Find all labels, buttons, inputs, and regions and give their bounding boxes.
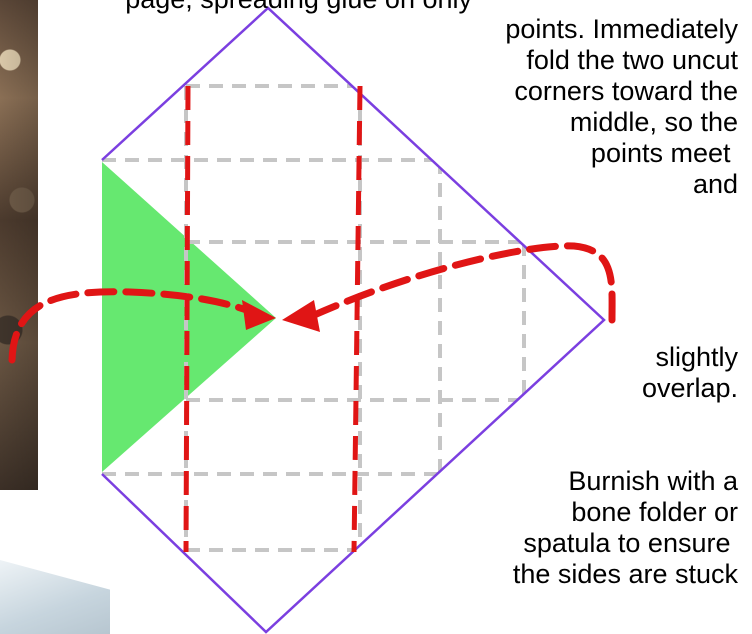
instruction-text-2: slightly overlap.	[641, 342, 738, 403]
instruction-text-1: points. Immediately fold the two uncut c…	[505, 14, 738, 199]
instruction-text-cut: page, spreading glue on only	[125, 0, 472, 15]
left-fold-arrow	[8, 288, 256, 364]
fold-line-left	[183, 85, 191, 553]
right-fold-arrow	[308, 242, 616, 324]
right-arrow-head	[282, 300, 320, 332]
background-photo-strip	[0, 0, 38, 490]
envelope-outline	[101, 6, 606, 634]
left-arrow-head	[242, 300, 276, 330]
fold-lines	[183, 85, 363, 553]
fold-line-right	[351, 85, 363, 553]
instruction-text-3: Burnish with a bone folder or spatula to…	[512, 466, 738, 589]
